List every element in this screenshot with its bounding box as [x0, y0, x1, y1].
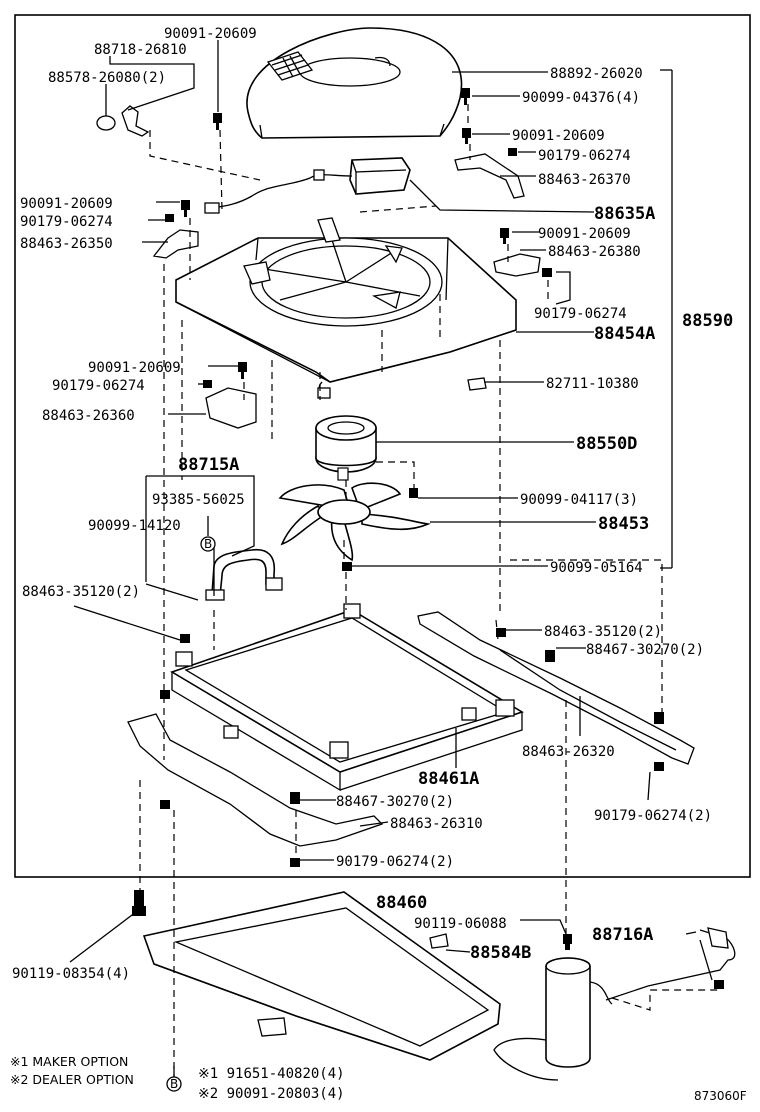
relay-part — [349, 157, 411, 195]
callout-label: 90091-20609 — [20, 196, 113, 212]
callout-label: 88461A — [418, 769, 479, 789]
bolt-icon — [290, 792, 300, 804]
bolt-icon — [563, 934, 572, 950]
callout-label: 88550D — [576, 434, 637, 454]
bracket-part — [152, 229, 199, 259]
callout-label: 88590 — [682, 311, 733, 331]
callout-label: 90099-04117(3) — [520, 492, 638, 508]
callout-label: 88467-30270(2) — [336, 794, 454, 810]
callout-label: 88463-26310 — [390, 816, 483, 832]
nut-icon — [203, 380, 212, 388]
svg-text:B: B — [204, 537, 212, 551]
callout-label: 90091-20609 — [164, 26, 257, 42]
connector-icon — [204, 202, 220, 214]
callout-label: 88718-26810 — [94, 42, 187, 58]
callout-label: 88454A — [594, 324, 655, 344]
under-cover-part — [142, 891, 501, 1061]
callout-label: 90091-20609 — [512, 128, 605, 144]
assembly-frame — [14, 14, 751, 878]
callout-label: 90179-06274(2) — [336, 854, 454, 870]
marker-b-icon: B — [200, 536, 216, 552]
nut-icon — [342, 562, 352, 571]
nut-icon — [165, 214, 174, 222]
bolt-icon — [500, 228, 509, 244]
callout-label: 90091-20609 — [538, 226, 631, 242]
bolt-icon — [181, 200, 190, 217]
bolt-icon — [409, 488, 418, 498]
callout-label: 90179-06274(2) — [594, 808, 712, 824]
marker-b-icon: B — [166, 1076, 182, 1092]
nut-icon — [290, 858, 300, 867]
nut-icon — [160, 690, 170, 699]
bracket-part — [205, 387, 257, 429]
cover-grille-icon — [266, 51, 314, 81]
callout-label: 90119-06088 — [414, 916, 507, 932]
callout-label: 88635A — [594, 204, 655, 224]
bolt-icon — [213, 113, 222, 130]
callout-label: 88463-26350 — [20, 236, 113, 252]
callout-label: 88463-35120(2) — [22, 584, 140, 600]
callout-label: 88467-30270(2) — [586, 642, 704, 658]
callout-label: 88453 — [598, 514, 649, 534]
bracket-part — [493, 253, 541, 277]
callout-label: 88460 — [376, 893, 427, 913]
nut-icon — [714, 980, 724, 989]
callout-label: 90119-08354(4) — [12, 966, 130, 982]
callout-label: 88584B — [470, 943, 531, 963]
bracket-part — [127, 713, 384, 847]
hinge-bracket-part — [96, 105, 150, 137]
svg-text:B: B — [170, 1077, 178, 1091]
clip-part — [467, 377, 487, 391]
bolt-icon — [545, 650, 555, 662]
callout-label: 88463-26370 — [538, 172, 631, 188]
nut-icon — [542, 268, 552, 277]
bracket-part — [454, 153, 525, 199]
callout-label: 90099-14120 — [88, 518, 181, 534]
condenser-part — [170, 603, 524, 792]
callout-label: 88463-26380 — [548, 244, 641, 260]
callout-label: 82711-10380 — [546, 376, 639, 392]
note-maker-option: ※1 MAKER OPTION — [10, 1054, 128, 1069]
callout-label: 88463-26360 — [42, 408, 135, 424]
bolt-icon — [132, 890, 146, 916]
callout-label: 93385-56025 — [152, 492, 245, 508]
callout-label: 88463-26320 — [522, 744, 615, 760]
drawing-code: 873060F — [694, 1089, 747, 1103]
callout-label: 90179-06274 — [538, 148, 631, 164]
fan-shroud-part — [175, 217, 517, 383]
receiver-tank-part — [493, 957, 613, 1081]
nut-icon — [508, 148, 517, 156]
fan-motor-part — [315, 381, 377, 481]
bolt-icon — [462, 128, 471, 144]
wire-harness — [211, 174, 353, 209]
note-dealer-option: ※2 DEALER OPTION — [10, 1072, 134, 1087]
nut-icon — [180, 634, 190, 643]
callout-label: 90179-06274 — [52, 378, 145, 394]
alignment-lines — [139, 104, 720, 1080]
callout-label: 88578-26080(2) — [48, 70, 166, 86]
callout-label: 88463-35120(2) — [544, 624, 662, 640]
bolt-icon — [654, 712, 664, 724]
leader-lines — [69, 40, 697, 1078]
option-part-1: ※1 91651-40820(4) — [198, 1066, 345, 1082]
option-part-2: ※2 90091-20803(4) — [198, 1086, 345, 1102]
bolt-icon — [461, 88, 470, 105]
nut-icon — [654, 762, 664, 771]
shroud-cover-part — [246, 27, 463, 139]
callout-label: 90179-06274 — [20, 214, 113, 230]
hose-part — [211, 548, 276, 598]
callout-label: 88892-26020 — [550, 66, 643, 82]
callout-label: 88715A — [178, 455, 239, 475]
nut-icon — [496, 628, 506, 637]
nut-icon — [160, 800, 170, 809]
callout-label: 90099-05164 — [550, 560, 643, 576]
callout-label: 90179-06274 — [534, 306, 627, 322]
callout-label: 90091-20609 — [88, 360, 181, 376]
callout-label: 90099-04376(4) — [522, 90, 640, 106]
callout-label: 88716A — [592, 925, 653, 945]
bolt-icon — [238, 362, 247, 379]
fan-blade-part — [278, 482, 431, 562]
